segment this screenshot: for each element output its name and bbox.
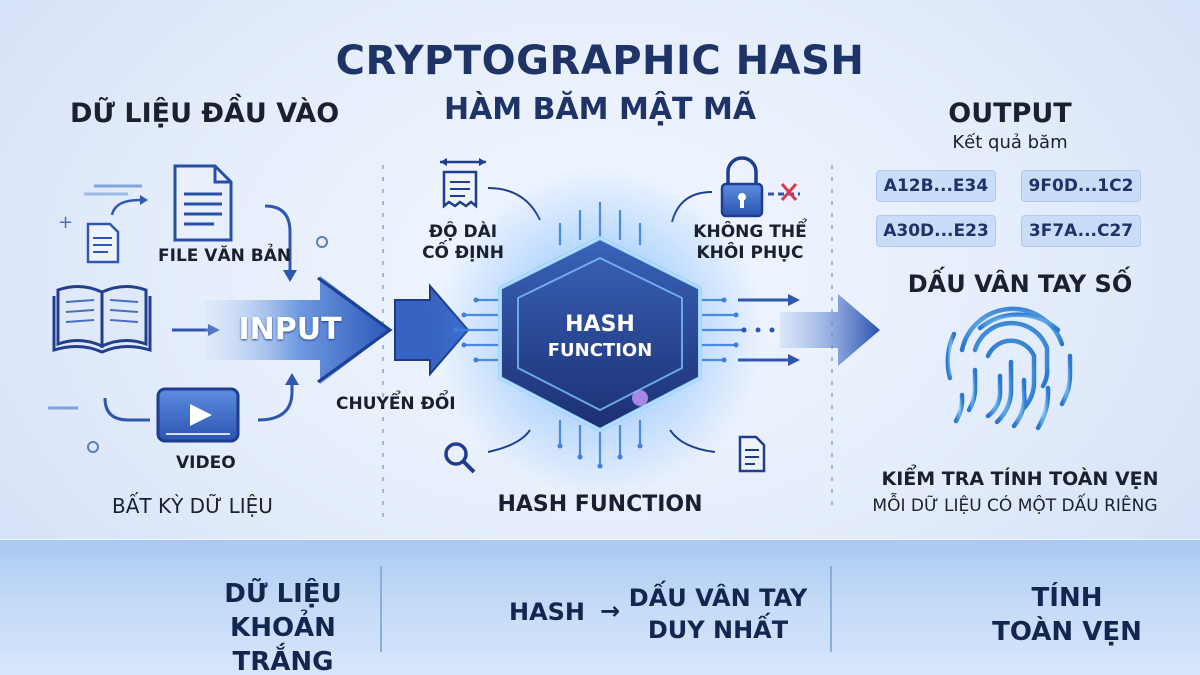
- hash-function-caption: HASH FUNCTION: [497, 492, 703, 517]
- irreversible-label: KHÔNG THỂ KHÔI PHỤC: [680, 222, 820, 264]
- video-label: VIDEO: [176, 453, 236, 473]
- hash-value-4: 3F7A...C27: [1021, 215, 1141, 247]
- summary-blank-data: DỮ LIỆU KHOẢN TRẮNG: [188, 577, 378, 675]
- output-subheading: Kết quả băm: [952, 132, 1068, 153]
- fixed-length-label: ĐỘ DÀI CỐ ĐỊNH: [408, 222, 518, 264]
- chip-line2: FUNCTION: [547, 340, 653, 361]
- broken-key-icon: [768, 183, 800, 201]
- chip-line1: HASH: [565, 312, 635, 337]
- summary-integrity: TÍNH TOÀN VẸN: [992, 581, 1142, 649]
- output-arrow: [738, 294, 880, 366]
- summary-blank-data-line2: KHOẢN TRẮNG: [230, 613, 336, 675]
- file-document-icon: [173, 164, 233, 242]
- input-arrow: [205, 276, 470, 384]
- chip-label: HASH FUNCTION: [520, 312, 680, 364]
- ruler-icon: [440, 158, 486, 209]
- fixed-length-line1: ĐỘ DÀI: [428, 222, 498, 242]
- output-heading: OUTPUT: [948, 98, 1072, 129]
- page-subtitle: HÀM BĂM MẬT MÃ: [443, 92, 757, 127]
- summary-hash-label: HASH: [508, 598, 586, 626]
- hash-value-2: 9F0D...1C2: [1021, 170, 1141, 202]
- irreversible-line2: KHÔI PHỤC: [696, 243, 804, 263]
- band-divider-2: [830, 566, 832, 652]
- input-heading: DỮ LIỆU ĐẦU VÀO: [70, 98, 340, 129]
- summary-band: [0, 540, 1200, 675]
- convert-label: CHUYỂN ĐỔI: [336, 394, 456, 414]
- irreversible-line1: KHÔNG THỂ: [693, 222, 807, 242]
- fingerprint-heading: DẤU VÂN TAY SỐ: [907, 270, 1133, 298]
- unique-note-label: MỖI DỮ LIỆU CÓ MỘT DẤU RIÊNG: [872, 496, 1158, 516]
- hash-value-1: A12B...E34: [876, 170, 996, 202]
- output-document-icon: [738, 435, 766, 473]
- input-label: INPUT: [238, 312, 342, 347]
- integrity-check-label: KIỂM TRA TÍNH TOÀN VẸN: [881, 468, 1159, 490]
- fingerprint-icon: [945, 306, 1073, 431]
- summary-arrow: →: [599, 597, 621, 625]
- magnifier-icon: [444, 442, 476, 474]
- video-play-icon: [156, 387, 240, 443]
- summary-integrity-line2: TOÀN VẸN: [992, 617, 1142, 647]
- page-title: CRYPTOGRAPHIC HASH: [335, 38, 865, 84]
- summary-unique-fingerprint-line2: DUY NHẤT: [647, 616, 789, 644]
- band-divider-1: [380, 566, 382, 652]
- hash-function-chip: [498, 235, 702, 433]
- summary-unique-fingerprint-line1: DẤU VÂN TAY: [628, 584, 808, 612]
- summary-integrity-line1: TÍNH: [1031, 583, 1103, 613]
- hash-value-3: A30D...E23: [876, 215, 996, 247]
- fixed-length-line2: CỐ ĐỊNH: [422, 243, 504, 263]
- padlock-icon: [720, 156, 764, 218]
- open-book-icon: [52, 285, 152, 354]
- svg-text:+: +: [58, 212, 73, 233]
- document-icon: [86, 222, 120, 264]
- file-label: FILE VĂN BẢN: [158, 246, 292, 266]
- any-data-label: BẤT KỲ DỮ LIỆU: [112, 494, 273, 518]
- summary-blank-data-line1: DỮ LIỆU: [224, 579, 342, 609]
- summary-unique-fingerprint: DẤU VÂN TAY DUY NHẤT: [628, 582, 808, 646]
